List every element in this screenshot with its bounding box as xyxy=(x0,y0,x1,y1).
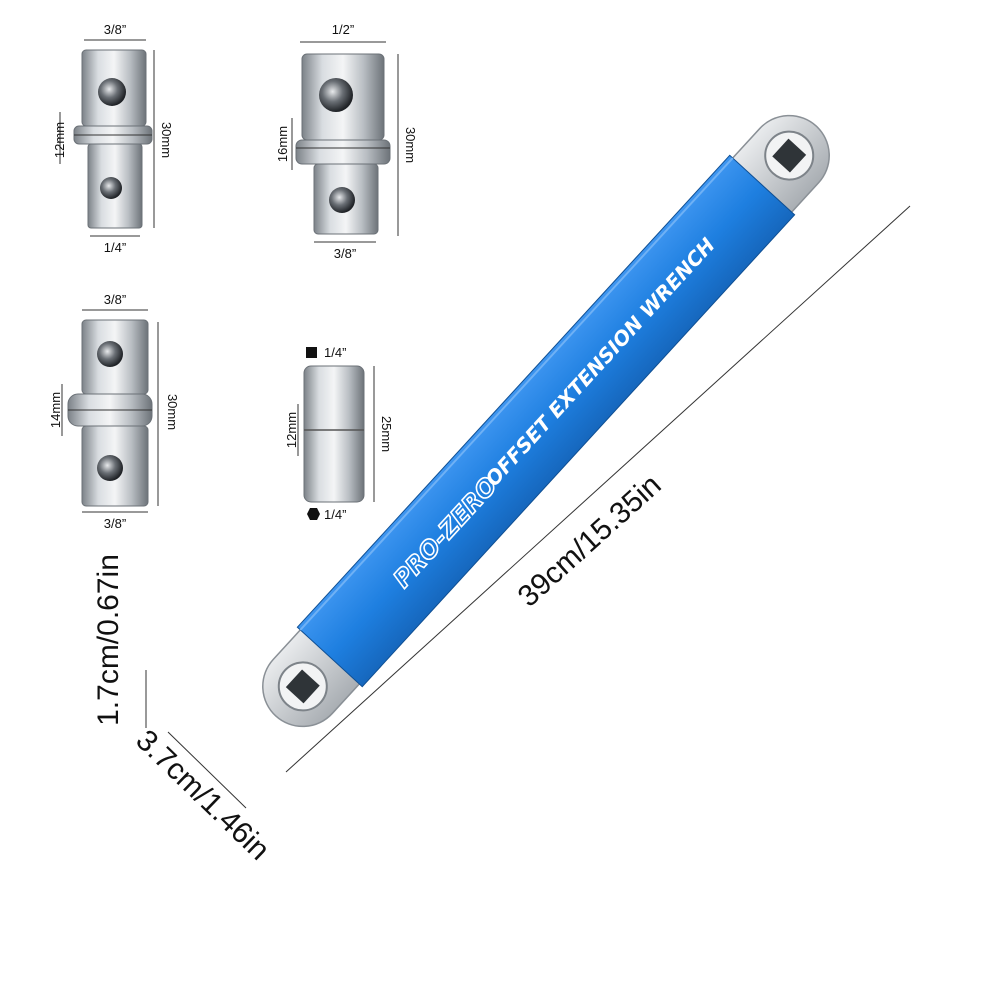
bit-socket-length-dim: 25mm xyxy=(379,416,394,452)
bit-socket-middle-dim: 12mm xyxy=(284,412,299,448)
bit-socket-top-size: 1/4” xyxy=(324,345,346,360)
offset-extension-wrench: PRO-ZERO OFFSET EXTENSION WRENCH 39cm/15… xyxy=(92,114,911,867)
wrench-body xyxy=(296,154,796,688)
adapter-1-2-to-3-8: 1/2” 3/8” 16mm 30mm xyxy=(275,22,418,261)
square-socket-right xyxy=(772,138,807,173)
adapter-3-bottom-size: 3/8” xyxy=(104,516,126,531)
ball-detent xyxy=(100,177,122,199)
square-drive-icon xyxy=(306,347,317,358)
adapter-1-middle-dim: 12mm xyxy=(52,122,67,158)
width-dimension-line xyxy=(167,731,247,809)
bit-socket-bottom-size: 1/4” xyxy=(324,507,346,522)
adapter-3-length-dim: 30mm xyxy=(165,394,180,430)
adapter-1-bottom-size: 1/4” xyxy=(104,240,126,255)
adapter-2-bottom-size: 3/8” xyxy=(334,246,356,261)
ball-detent xyxy=(329,187,355,213)
adapter-1-top-size: 3/8” xyxy=(104,22,126,37)
square-socket-left xyxy=(285,669,320,704)
adapter-1-length-dim: 30mm xyxy=(159,122,174,158)
adapter-3-8-to-3-8: 3/8” 3/8” 14mm 30mm xyxy=(48,292,180,531)
adapter-3-middle-dim: 14mm xyxy=(48,392,63,428)
wrench-thickness-label: 1.7cm/0.67in xyxy=(92,554,125,726)
ball-detent xyxy=(97,341,123,367)
hex-drive-icon xyxy=(307,508,320,520)
bit-socket: 1/4” 12mm 25mm 1/4” xyxy=(284,345,394,522)
adapter-3-8-to-1-4: 3/8” 1/4” 12mm 30mm xyxy=(52,22,174,255)
wrench-width-label: 3.7cm/1.46in xyxy=(129,724,275,867)
ball-detent xyxy=(319,78,353,112)
length-dimension-line xyxy=(285,205,911,773)
adapter-2-top-size: 1/2” xyxy=(332,22,354,37)
wrench-title: OFFSET EXTENSION WRENCH xyxy=(480,233,719,491)
ball-detent xyxy=(97,455,123,481)
adapter-3-top-size: 3/8” xyxy=(104,292,126,307)
adapter-2-length-dim: 30mm xyxy=(403,127,418,163)
ball-detent xyxy=(98,78,126,106)
adapter-2-middle-dim: 16mm xyxy=(275,126,290,162)
